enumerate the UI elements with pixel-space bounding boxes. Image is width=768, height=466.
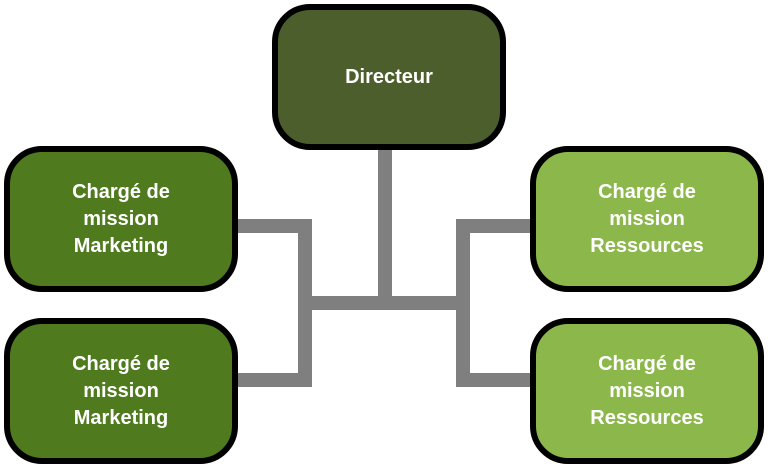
left-node-top: Chargé de mission Marketing [4, 146, 238, 292]
right-node-bottom: Chargé de mission Ressources [530, 318, 764, 464]
node-line-1: Chargé de [72, 352, 170, 375]
node-line-2: mission [609, 379, 685, 402]
node-line-3: Ressources [590, 234, 704, 257]
director-label: Directeur [345, 65, 433, 88]
node-line-2: mission [83, 207, 159, 230]
node-line-3: Ressources [590, 406, 704, 429]
connector-left-bracket [238, 219, 312, 387]
node-line-1: Chargé de [72, 180, 170, 203]
left-node-bottom: Chargé de mission Marketing [4, 318, 238, 464]
node-line-2: mission [609, 207, 685, 230]
node-line-3: Marketing [73, 406, 169, 429]
node-line-3: Marketing [73, 234, 169, 257]
node-line-1: Chargé de [598, 352, 696, 375]
connector-right-bracket [456, 219, 530, 387]
director-node: Directeur [272, 4, 506, 150]
node-line-1: Chargé de [598, 180, 696, 203]
right-node-top: Chargé de mission Ressources [530, 146, 764, 292]
node-line-2: mission [83, 379, 159, 402]
